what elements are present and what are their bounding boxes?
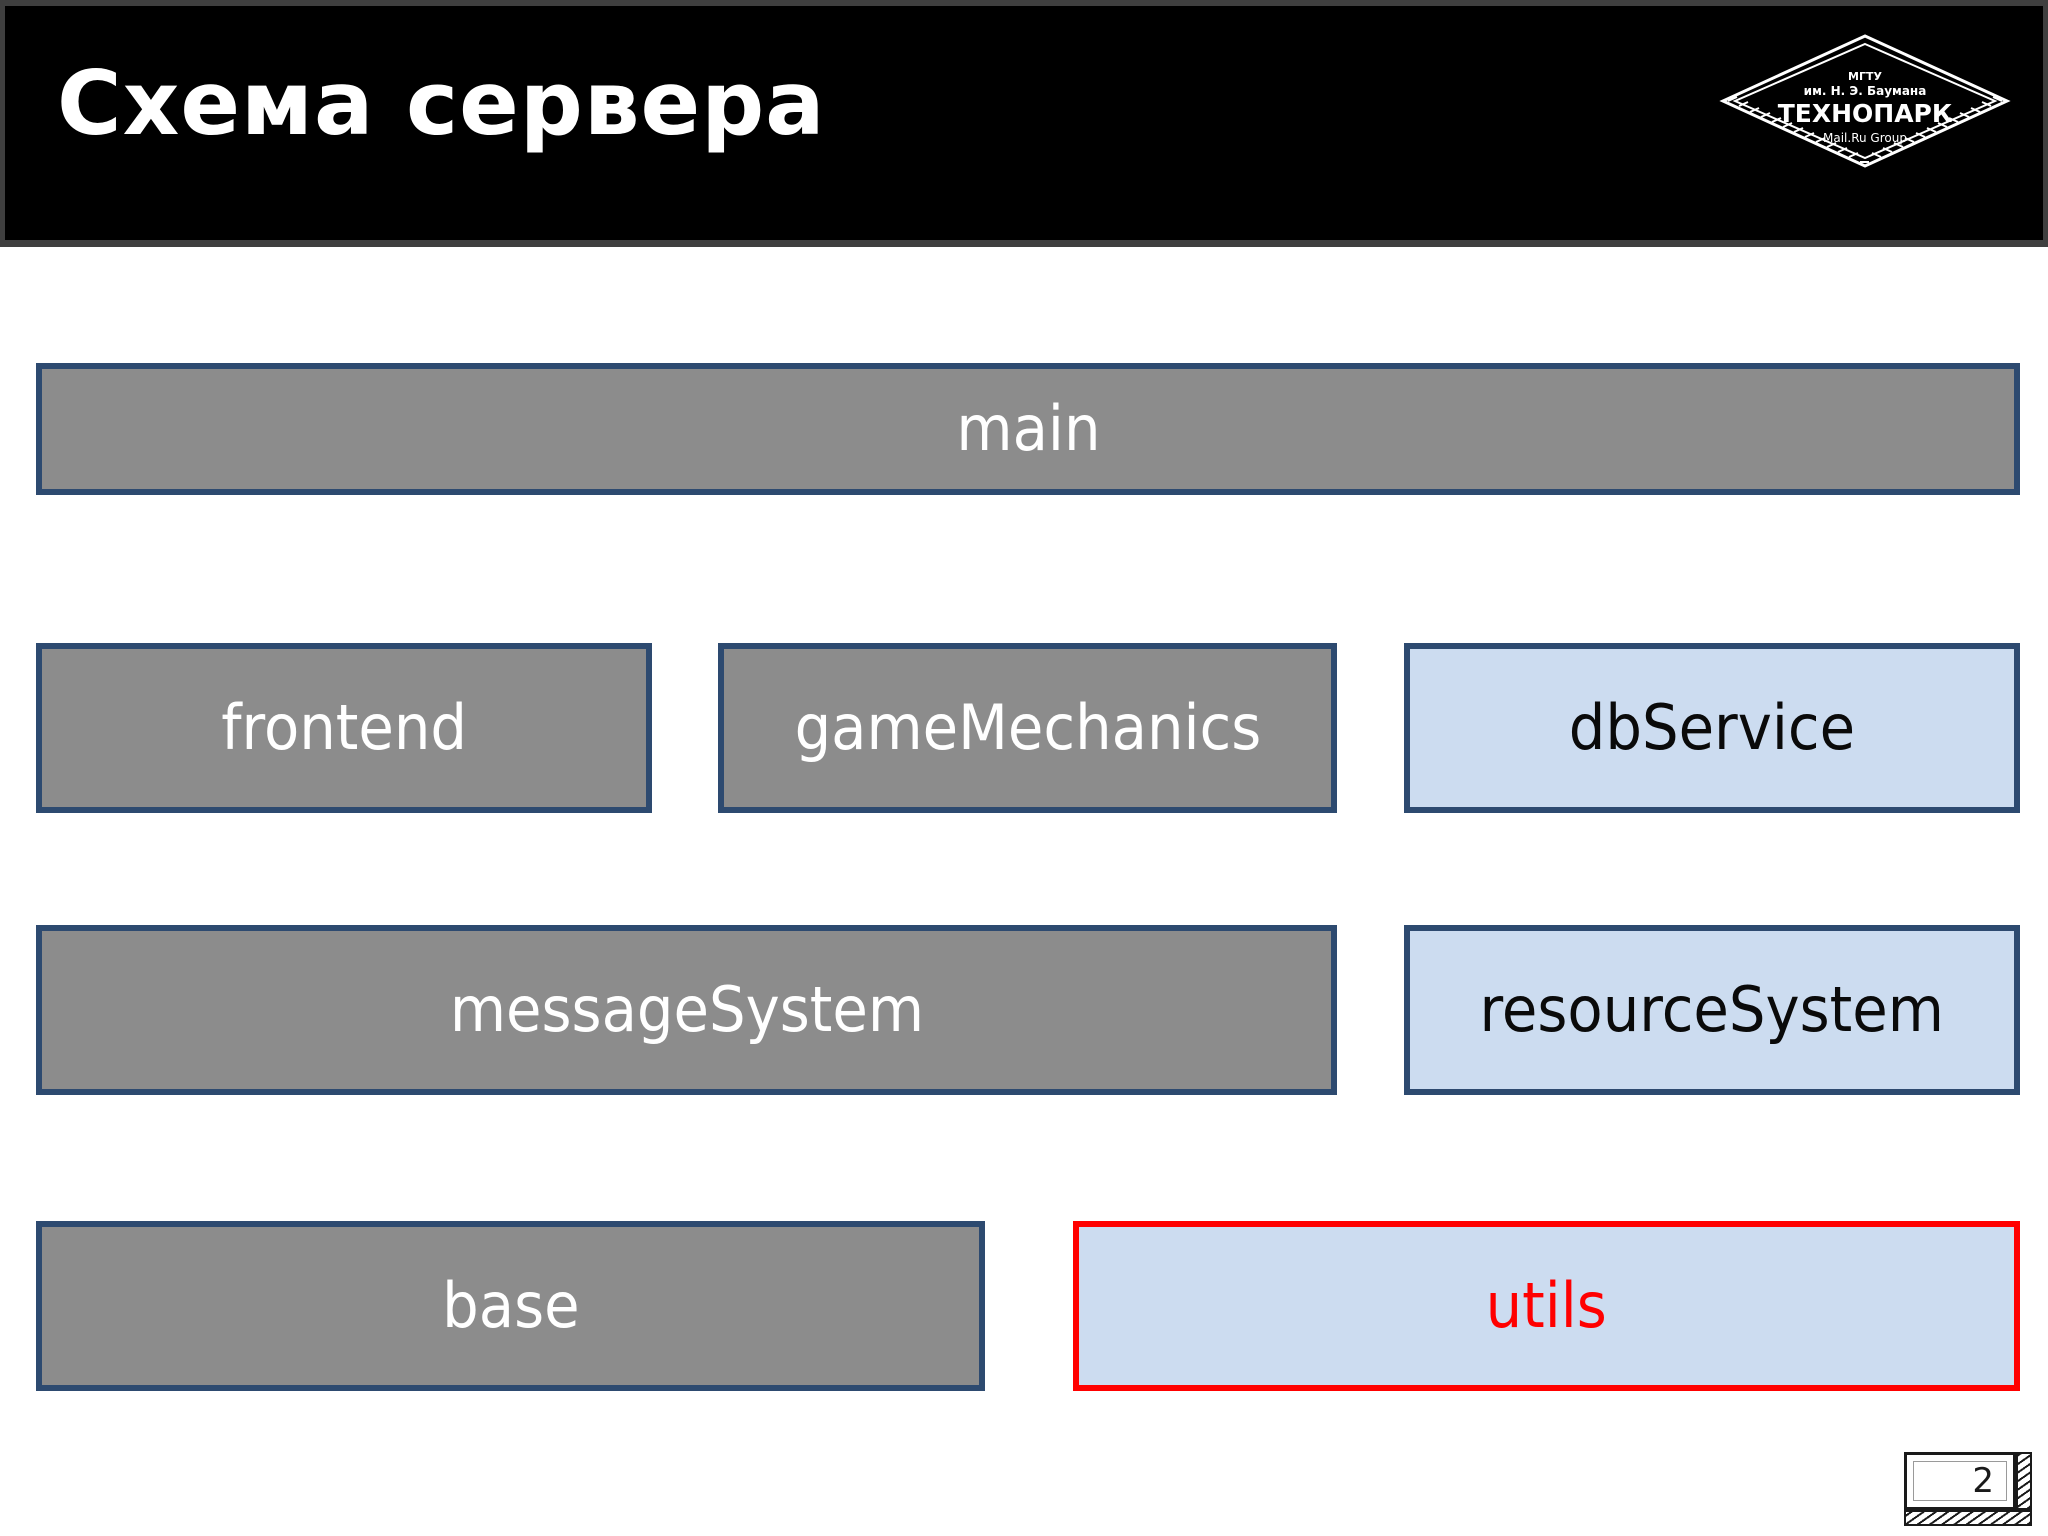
logo-line-2: им. Н. Э. Баумана — [1804, 84, 1927, 98]
logo-hatch-marks — [1727, 96, 2003, 163]
node-label-messagesystem: messageSystem — [449, 973, 924, 1046]
node-label-gamemechanics: gameMechanics — [794, 691, 1261, 764]
node-label-base: base — [441, 1269, 580, 1342]
page-title: Схема сервера — [57, 52, 826, 155]
slide-header: Схема сервера — [0, 0, 2048, 247]
diagram-node-gamemechanics[interactable]: gameMechanics — [718, 643, 1337, 813]
diagram-node-dbservice[interactable]: dbService — [1404, 643, 2020, 813]
badge-right-shadow — [2016, 1452, 2032, 1510]
logo-line-1: МГТУ — [1848, 70, 1882, 83]
diagram-node-messagesystem[interactable]: messageSystem — [36, 925, 1337, 1095]
badge-bottom-shadow — [1904, 1510, 2032, 1526]
node-label-frontend: frontend — [221, 691, 467, 764]
node-label-main: main — [955, 392, 1101, 465]
badge-face: 2 — [1904, 1452, 2016, 1510]
logo-diamond-outer — [1719, 34, 2011, 168]
node-label-resourcesystem: resourceSystem — [1479, 973, 1945, 1046]
diagram-node-frontend[interactable]: frontend — [36, 643, 652, 813]
server-architecture-diagram: main frontend gameMechanics dbService me… — [0, 247, 2048, 1536]
diagram-node-base[interactable]: base — [36, 1221, 985, 1391]
badge-inner-frame: 2 — [1913, 1461, 2007, 1501]
logo-line-3: ТЕХНОПАРК — [1778, 99, 1953, 128]
logo-line-4: Mail.Ru Group — [1823, 131, 1907, 145]
diagram-node-utils[interactable]: utils — [1073, 1221, 2020, 1391]
logo-diamond-inner — [1732, 42, 1998, 160]
page-number-value: 2 — [1972, 1461, 1994, 1501]
node-label-utils: utils — [1485, 1269, 1608, 1342]
diagram-node-resourcesystem[interactable]: resourceSystem — [1404, 925, 2020, 1095]
diagram-node-main[interactable]: main — [36, 363, 2020, 495]
technopark-logo-svg: МГТУ им. Н. Э. Баумана ТЕХНОПАРК Mail.Ru… — [1719, 34, 2011, 168]
technopark-logo: МГТУ им. Н. Э. Баумана ТЕХНОПАРК Mail.Ru… — [1717, 30, 2013, 172]
node-label-dbservice: dbService — [1568, 691, 1856, 764]
page-number-badge: 2 — [1904, 1452, 2032, 1526]
